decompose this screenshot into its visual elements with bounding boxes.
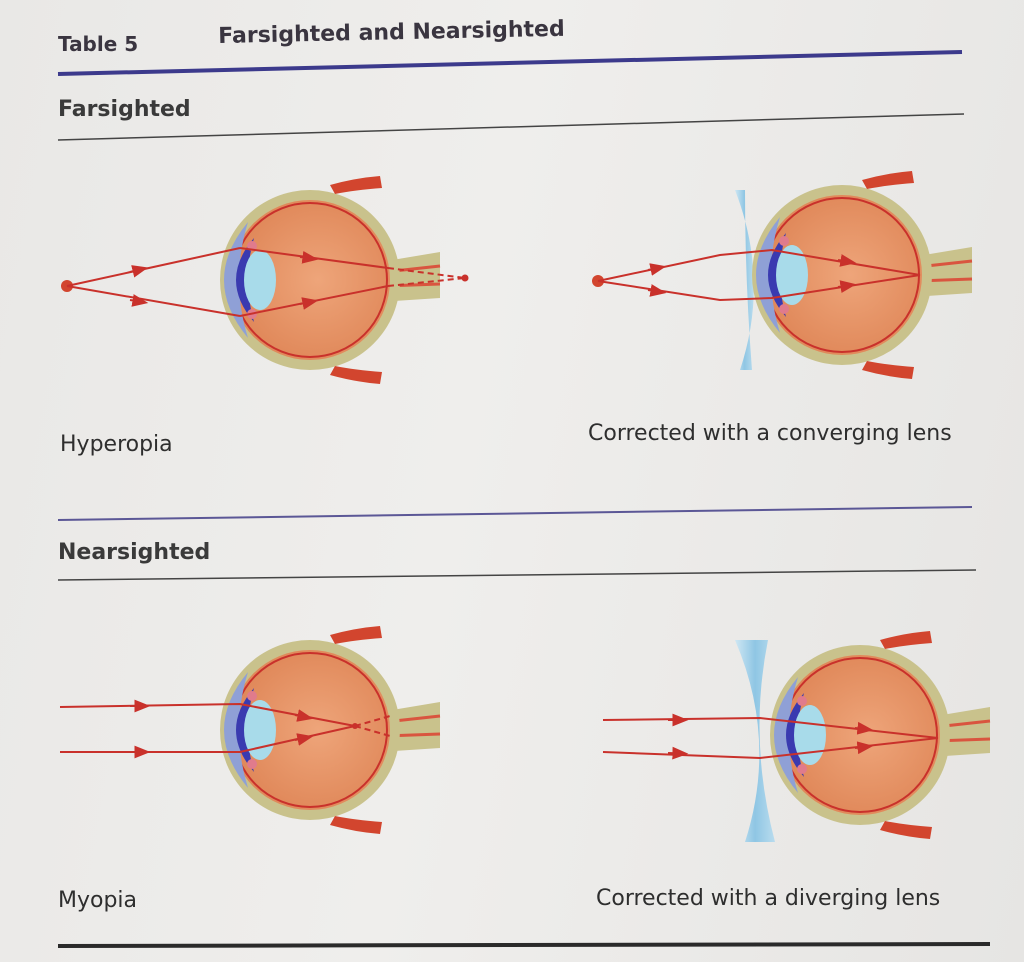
corrected-rays bbox=[597, 248, 921, 302]
light-rays bbox=[66, 247, 466, 317]
eye-corrected-diverging bbox=[768, 629, 992, 841]
parallel-rays bbox=[59, 699, 391, 759]
section-divider-rule bbox=[57, 506, 973, 521]
caption-converging-lens: Corrected with a converging lens bbox=[588, 421, 952, 446]
farsighted-rule bbox=[57, 113, 965, 141]
focal-point bbox=[461, 274, 469, 282]
section-heading-farsighted: Farsighted bbox=[58, 97, 191, 122]
caption-myopia: Myopia bbox=[58, 888, 138, 913]
converging-lens bbox=[735, 190, 754, 370]
table-number: Table 5 bbox=[58, 32, 139, 56]
corrected-parallel-rays bbox=[602, 713, 939, 760]
caption-hyperopia: Hyperopia bbox=[60, 432, 173, 457]
diverging-lens bbox=[735, 640, 775, 842]
section-heading-nearsighted: Nearsighted bbox=[58, 540, 211, 565]
focal-point-myopia bbox=[352, 723, 358, 729]
caption-diverging-lens: Corrected with a diverging lens bbox=[596, 886, 941, 911]
bottom-rule bbox=[57, 942, 991, 948]
nearsighted-rule bbox=[57, 569, 977, 581]
header-rule bbox=[57, 50, 963, 76]
